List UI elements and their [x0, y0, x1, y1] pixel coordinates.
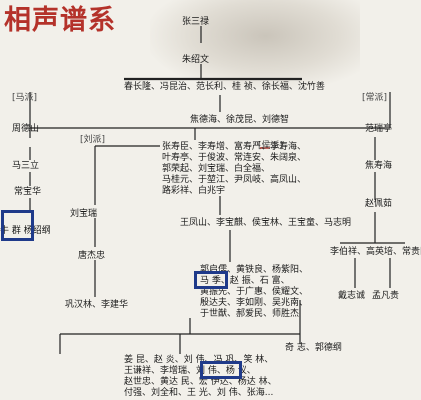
group-hou-line-3: 黄振先、于广惠、侯耀文、: [200, 287, 309, 297]
group-bottom-line-4: 付强、刘全和、王 光、刘 伟、张海...: [124, 388, 274, 398]
highlight-box-ma-ji: [194, 271, 228, 289]
group-bottom-line-3: 赵世忠、黄达 民、宏 伊达、杨达 林、: [124, 377, 277, 387]
node-dai-zhicheng: 戴志诚: [338, 291, 366, 301]
group-zhang-line-2: 叶寿亭、于俊波、常连安、朱阔泉、: [162, 153, 307, 163]
group-wang-row: 王凤山、李宝麒、侯宝林、王宝童、马志明: [180, 218, 352, 228]
node-gen2-row: 春长隆、冯昆治、范长利、桂 祯、徐长福、沈竹善: [124, 82, 325, 92]
group-hou-line-4: 殷达夫、李如刚、吴兆南、: [200, 298, 309, 308]
group-zhang-line-5: 路彩祥、白兆宇: [162, 186, 226, 196]
node-qi-zhi-guo-degang: 奇 志、郭德纲: [285, 343, 342, 353]
tag-ma-school: [马派]: [12, 93, 38, 103]
group-zhang-line-3: 郭荣起、刘宝瑞、白全福、: [162, 164, 271, 174]
node-fan-ruiting: 范瑞亭: [365, 124, 393, 134]
node-zhu-shaowen: 朱绍文: [182, 55, 210, 65]
group-zhang-line-4: 马桂元、于堃江、尹凤岐、高凤山、: [162, 175, 307, 185]
group-hou-line-2: 马 季、赵 振、石 富、: [200, 276, 290, 286]
node-ma-sanli: 马三立: [12, 161, 40, 171]
node-zhou-deshan: 周德山: [12, 124, 40, 134]
group-zhang-line-1: 张寿臣、李寿增、富寿严、李寿海、: [162, 142, 307, 152]
node-liu-baorui: 刘宝瑞: [70, 209, 98, 219]
node-tang-jiezhong: 唐杰忠: [78, 251, 106, 261]
node-jiao-shouhai: 焦寿海: [365, 161, 393, 171]
group-hou-line-1: 郭启儒、黄铁良、杨紫阳、: [200, 265, 309, 275]
node-gong-hanlin-row: 巩汉林、李建华: [65, 300, 129, 310]
tag-chang-school: [常派]: [362, 93, 388, 103]
node-zhao-peiru: 赵佩茹: [365, 199, 393, 209]
highlight-box-feng-gong: [200, 361, 242, 379]
node-chang-baohua: 常宝华: [14, 187, 42, 197]
tag-hou-school: [侯派]: [258, 141, 284, 151]
group-bottom-line-1: 姜 昆、赵 炎、刘 伟、冯 巩、笑 林、: [124, 355, 274, 365]
tree-watermark-image: [150, 0, 360, 90]
node-gen3-row: 焦德海、徐茂昆、刘德智: [190, 115, 290, 125]
page-title: 相声谱系: [4, 5, 116, 36]
node-meng-fangui: 孟凡贵: [372, 291, 400, 301]
highlight-box-niu-qun: [1, 210, 34, 241]
group-hou-line-5: 于世猷、郝爱民、师胜杰: [200, 309, 300, 319]
tag-liu-school: [刘派]: [80, 135, 106, 145]
group-bottom-line-2: 王谦祥、李增瑞、刘 伟、杨 议、: [124, 366, 256, 376]
node-niu-qun-row: 牛 群 杨绍纲: [0, 226, 51, 236]
node-li-boxiang-row: 李伯祥、高英培、常贵田: [330, 247, 421, 257]
node-zhang-sanlu: 张三禄: [182, 17, 210, 27]
